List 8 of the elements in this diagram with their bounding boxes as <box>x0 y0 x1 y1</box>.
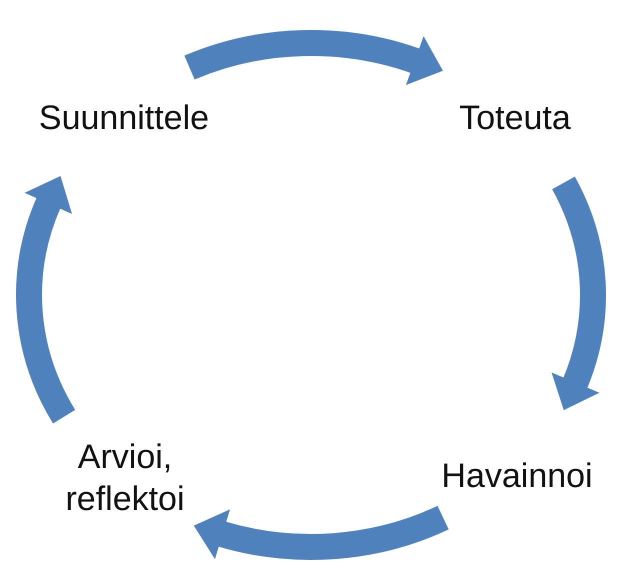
step-label: Havainnoi <box>412 455 622 497</box>
step-label: Suunnittele <box>4 97 244 139</box>
step-label: Arvioi, reflektoi <box>25 436 225 520</box>
curved-arrow <box>185 30 444 86</box>
step-label: Toteuta <box>415 97 615 139</box>
curved-arrow <box>550 177 606 411</box>
curved-arrow <box>193 506 448 560</box>
curved-arrow <box>16 175 76 423</box>
